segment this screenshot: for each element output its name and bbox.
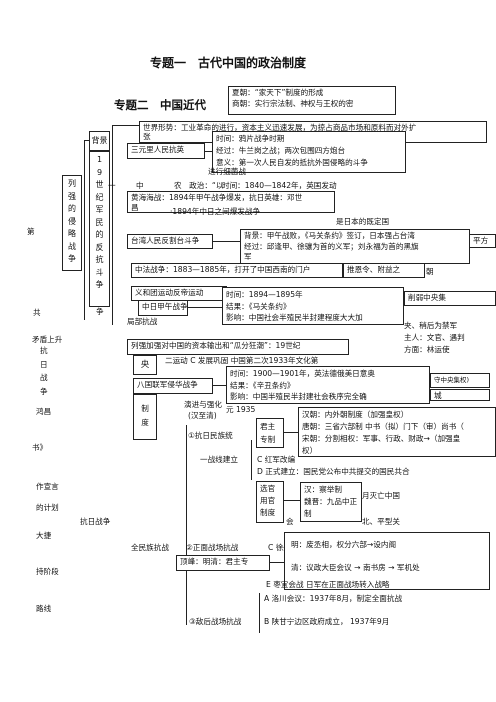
fragment-box: 城: [430, 389, 490, 401]
background-box: 背景: [89, 131, 110, 151]
left-text: 大捷: [36, 531, 52, 540]
germ-war-text: 进行细菌战: [208, 167, 246, 176]
left-text: 路线: [36, 604, 52, 613]
fragment: 方面：林运使: [404, 345, 450, 354]
weaken-central-box: 削弱中央集: [404, 291, 496, 306]
united-front-text: ①抗日民族统: [188, 431, 233, 440]
sino-french-war-box: 中法战争：1883—1885年，打开了中国西南的门户: [131, 263, 343, 278]
taiwan-resistance-box: 台湾人民反割台斗争: [127, 234, 213, 249]
left-text: 日: [40, 360, 48, 369]
left-text: 战: [40, 373, 48, 382]
system-box: 制度: [133, 394, 157, 440]
tui-en-ling-box: 推恩令、附益之: [343, 263, 425, 278]
local-resistance-text: 局部抗战: [127, 317, 158, 326]
official-selection-detail-box: 汉：察举制魏晋：九品中正制: [300, 482, 362, 522]
fragment: 是日本的既定国: [336, 217, 390, 226]
yellow-sea-battle-box: 黄海海战：1894年甲午战争爆发，抗日英雄：邓世昌: [127, 191, 335, 213]
ming-qing-box: 明：废丞相，权分六部→设内阁清：议政大臣会议 → 南书房 → 军机处: [284, 532, 490, 590]
eight-nation-alliance-box: 八国联军侵华战争: [133, 378, 213, 394]
sino-japanese-detail-box: 时间：1894—1895年结果：《马关条约》影响：中国社会半殖民半封建程度大大加: [222, 287, 404, 325]
taiwan-detail-box: 背景：甲午战败，《马关条约》签订，日本强占台湾经过：邱逢甲、徐骧为首的义军；刘永…: [240, 229, 470, 264]
rear-battlefield-text: ③敌后战场抗战: [189, 617, 242, 626]
invasion-wars-box: 列强的侵略战争: [62, 175, 82, 271]
sanyuanli-box: 三元里人民抗英: [127, 143, 205, 159]
left-text: 鸿昌: [36, 407, 52, 416]
xia-shang-box: 夏朝：“家天下”制度的形成商朝：实行宗法制、神权与王权的密: [228, 86, 396, 115]
evolution-text: (汉至清): [188, 411, 217, 420]
partition-frenzy-box: 列强加强对中国的资本输出和“瓜分狂潮”：19世纪: [127, 339, 349, 355]
fragment: 二运动 C 发展巩固 中国第二次1933年文化第: [165, 356, 319, 365]
fragment: ·1894年中日之间爆发战争: [170, 207, 261, 216]
sanyuanli-detail-box: 时间：鸦片战争时期经过：牛兰岗之战；两次包围四方炮台意义：第一次人民自发的抵抗外…: [212, 131, 406, 173]
time-1840: 时间：1840—1842年，英国发动: [222, 181, 337, 190]
fragment: 元 1935: [226, 405, 256, 414]
national-resistance-text: 全民族抗战: [131, 543, 169, 552]
fragment: 朝: [426, 267, 434, 276]
official-selection-box: 选官用官制度: [256, 481, 284, 523]
fragment: 北、平型关: [362, 517, 400, 526]
fragment: 一: [108, 181, 116, 190]
boxer-movement-box: 义和团运动反帝运动: [131, 286, 227, 301]
fragment: 主人：文官、遇判: [404, 333, 465, 342]
fragment-box: 平方: [470, 234, 496, 248]
fragment: 夹、稍后为禁军: [404, 321, 458, 330]
left-text: 持阶段: [36, 567, 59, 576]
fragment: 月灭亡中国: [362, 491, 400, 500]
zheng-char: 争: [96, 307, 104, 316]
left-text: 的计划: [36, 503, 59, 512]
frontal-battlefield-text: ②正面战场抗战: [186, 543, 239, 552]
resistance-box: 19世纪军民的反抗斗争: [89, 151, 110, 307]
left-text: 共: [33, 308, 41, 317]
border-region-text: B 陕甘宁边区政府成立， 1937年9月: [264, 617, 390, 626]
autocracy-detail-box: 汉朝：内外朝制度（加强皇权）唐朝：三省六部制 中书（拟）门下（审）尚书（宋朝：分…: [298, 407, 496, 457]
yang-box: 央: [133, 355, 157, 375]
left-text: 争: [40, 387, 48, 396]
left-text: 第: [27, 227, 35, 236]
left-text: 书》: [32, 443, 48, 452]
fragment: E 枣宜会战 日军在正面战场转入战略: [266, 580, 390, 589]
left-text: 作宣言: [36, 482, 59, 491]
united-front-established: 一战线建立: [200, 455, 238, 464]
peak-box: 顶峰：明清：君主专: [176, 555, 270, 571]
eight-nation-detail-box: 时间：1900—1901年，英法德俄美日意奥结果：《辛丑条约》影响：中国半殖民半…: [226, 366, 430, 404]
left-text: 抗日战争: [80, 517, 111, 526]
left-text: 抗: [40, 346, 48, 355]
fragment: 会: [286, 517, 294, 526]
luochuan-text: A 洛川会议：1937年8月，制定全面抗战: [264, 594, 403, 603]
page-title: 专题一 古代中国的政治制度: [150, 56, 307, 70]
left-text: 矛盾上升: [32, 335, 63, 344]
sino-japanese-war-box: 中日甲午战争: [138, 300, 188, 316]
section-title: 专题二 中国近代: [114, 98, 206, 112]
fragment: 中 农 政治：“以: [136, 181, 224, 190]
red-army-text: C 红军改编: [257, 455, 296, 464]
autocracy-box: 君主专制: [256, 418, 284, 448]
official-text: D 正式建立：国民党公布中共提交的国民共合: [257, 467, 410, 476]
central-power-box: 守中央集权): [430, 373, 490, 388]
evolution-text: 演进与强化: [184, 400, 222, 409]
